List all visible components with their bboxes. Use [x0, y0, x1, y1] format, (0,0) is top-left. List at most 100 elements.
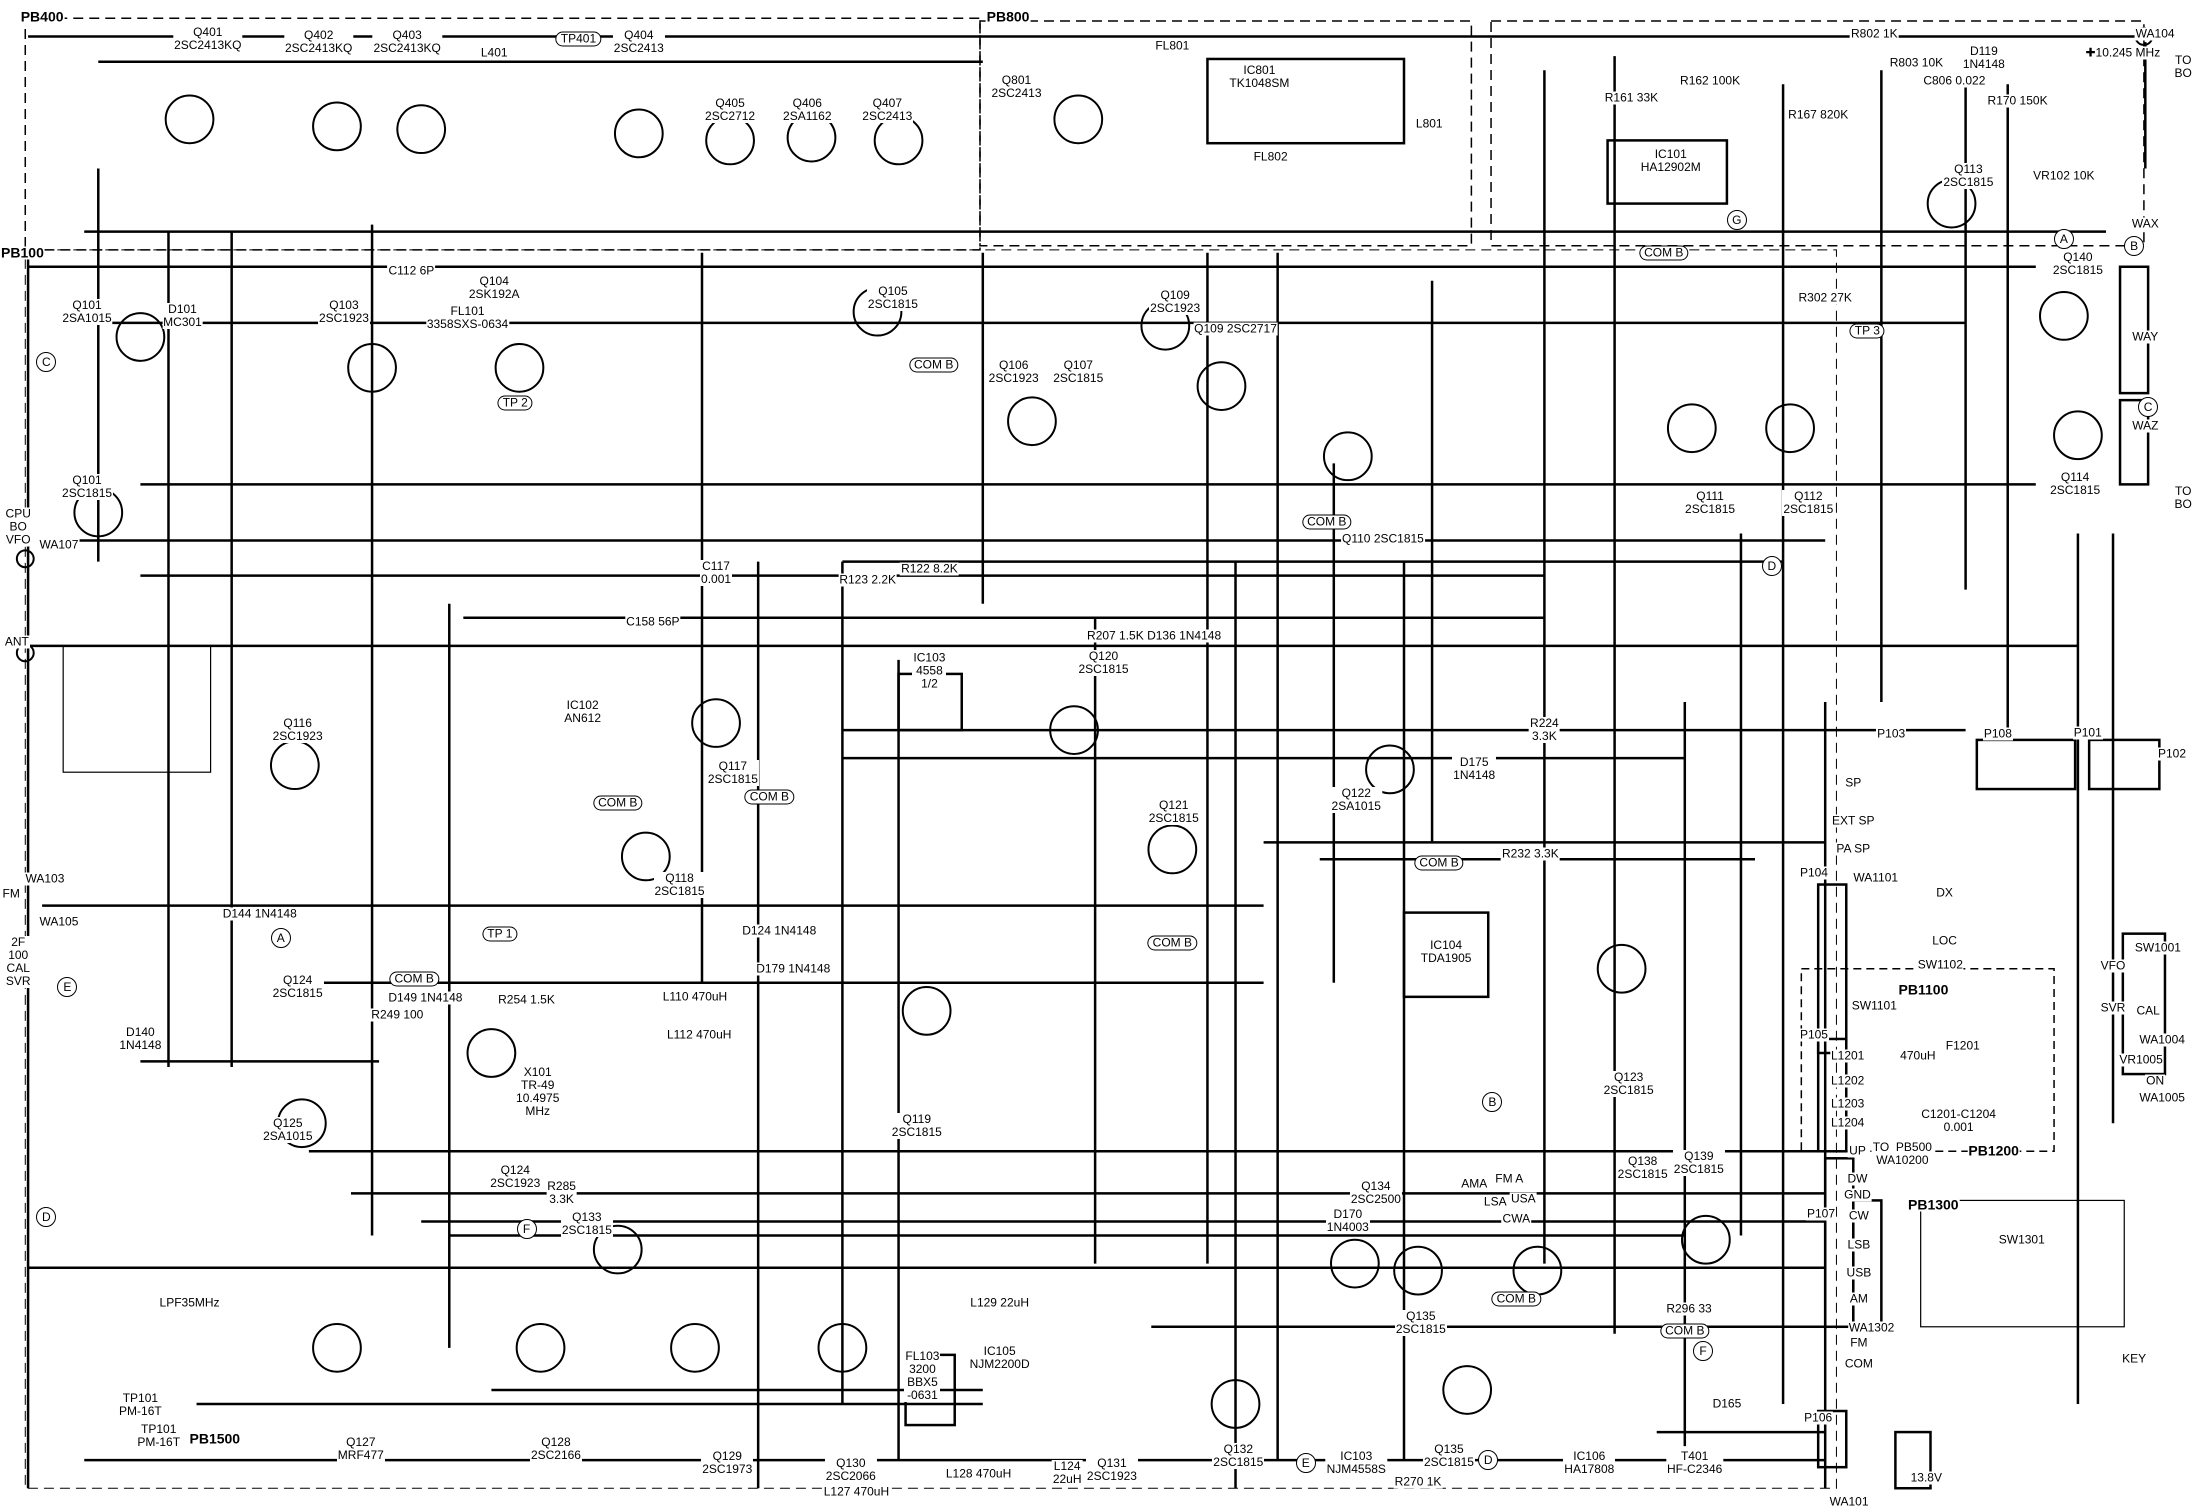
component-label: Q111 2SC1815	[1684, 488, 1737, 516]
component-label: IC103 NJM4558S	[1325, 1448, 1387, 1476]
connector-block	[2118, 398, 2150, 486]
transistor-symbol	[873, 115, 924, 166]
schematic-label: VR1005	[2118, 1052, 2164, 1067]
transistor-symbol	[1049, 705, 1099, 755]
component-label: FL101 3358SXS-0634	[425, 303, 510, 331]
node-reference-d: D	[36, 1207, 57, 1228]
transistor-symbol	[1666, 403, 1717, 454]
board-label: PB1300	[1907, 1196, 1960, 1213]
schematic-label: F1201	[1944, 1038, 1981, 1053]
schematic-label: ANT	[3, 634, 30, 649]
schematic-label: 13.8V	[1909, 1470, 1943, 1485]
transistor-symbol	[269, 740, 320, 791]
schematic-label: USB	[1845, 1265, 1873, 1280]
schematic-label: FM	[1, 886, 21, 901]
component-label: Q131 2SC1923	[1085, 1455, 1138, 1483]
schematic-label: USA	[1509, 1191, 1537, 1206]
connector-block	[1975, 738, 2077, 791]
component-label: Q135 2SC1815	[1422, 1441, 1475, 1469]
schematic-label: WA104	[2134, 26, 2176, 41]
schematic-label: R249 100	[370, 1007, 425, 1022]
node-reference-f: F	[516, 1218, 537, 1239]
component-label: Q101 2SC1815	[61, 473, 114, 501]
schematic-label: TP101 PM-16T	[118, 1391, 163, 1419]
schematic-label: L128 470uH	[944, 1466, 1013, 1481]
component-label: Q107 2SC1815	[1052, 358, 1105, 386]
transistor-symbol	[1680, 1214, 1731, 1265]
schematic-label: TP401	[555, 31, 602, 47]
schematic-label: D175 1N4148	[1452, 755, 1497, 783]
transistor-symbol	[1196, 361, 1247, 411]
schematic-label: CAL	[2135, 1003, 2161, 1018]
schematic-label: 470uH	[1899, 1048, 1937, 1063]
component-label: Q135 2SC1815	[1394, 1308, 1447, 1336]
schematic-label: D144 1N4148	[221, 906, 298, 921]
component-label: Q124 2SC1815	[271, 973, 324, 1000]
schematic-label: TP 2	[497, 395, 533, 411]
transistor-symbol	[1053, 94, 1104, 145]
component-label: IC105 NJM2200D	[968, 1343, 1031, 1371]
schematic-label: SW1001	[2133, 940, 2182, 955]
schematic-label: L801	[1414, 116, 1444, 131]
board-pb400-outline	[24, 17, 981, 251]
schematic-label: WA105	[38, 914, 80, 929]
component-label: Q128 2SC2166	[529, 1434, 582, 1462]
com-b-marker: COM B	[1302, 514, 1352, 530]
board-label: PB1200	[1967, 1142, 2020, 1159]
schematic-label: L112 470uH	[665, 1027, 733, 1042]
schematic-label: 2F 100 CAL SVR	[4, 934, 32, 988]
schematic-label: L110 470uH	[661, 989, 729, 1004]
schematic-label: P107	[1805, 1206, 1836, 1221]
component-label: Q403 2SC2413KQ	[372, 28, 442, 56]
com-b-marker: COM B	[1639, 245, 1689, 261]
schematic-label: R296 33	[1665, 1301, 1713, 1316]
component-label: IC104 TDA1905	[1419, 937, 1473, 965]
coax-jack-cpu-vfo	[15, 549, 35, 569]
transistor-symbol	[1765, 403, 1815, 454]
component-label: Q138 2SC1815	[1616, 1154, 1669, 1182]
schematic-label: L129 22uH	[969, 1295, 1030, 1310]
transistor-symbol	[115, 312, 166, 362]
component-label: Q118 2SC1815	[653, 870, 706, 898]
node-reference-b: B	[1482, 1092, 1503, 1113]
schematic-label: ✚10.245 MHz	[2084, 45, 2162, 60]
component-label: Q132 2SC1815	[1212, 1441, 1265, 1469]
board-pb1300-outline	[1920, 1199, 2125, 1328]
transistor-symbol	[1596, 943, 1647, 994]
schematic-label: TO BO	[2173, 484, 2193, 512]
schematic-label: D165	[1711, 1396, 1743, 1411]
connector-block	[1894, 1430, 1932, 1490]
transistor-symbol	[1210, 1379, 1261, 1429]
antenna-protection-block	[62, 645, 212, 773]
com-b-marker: COM B	[1660, 1323, 1710, 1339]
component-label: FL802	[1252, 149, 1289, 164]
schematic-label: CW	[1847, 1208, 1870, 1223]
component-label: FL103 3200 BBX5 -0631	[904, 1348, 941, 1402]
transistor-symbol	[592, 1224, 643, 1275]
board-pb800-outline	[979, 20, 1473, 247]
schematic-label: TO PB500 WA10200	[1871, 1140, 1933, 1168]
ic104-box	[1402, 911, 1490, 999]
component-label: Q101 2SA1015	[61, 297, 113, 325]
component-label: Q134 2SC2500	[1349, 1179, 1402, 1207]
schematic-label: R161 33K	[1603, 90, 1660, 105]
transistor-symbol	[2039, 291, 2089, 341]
schematic-label: ON	[2145, 1073, 2166, 1088]
component-label: Q127 MRF477	[336, 1434, 385, 1462]
schematic-label: CPU BO VFO	[4, 506, 32, 546]
schematic-label: VFO	[2099, 958, 2127, 973]
transistor-symbol	[396, 104, 447, 155]
schematic-label: R224 3.3K	[1529, 716, 1560, 744]
transistor-symbol	[1329, 1238, 1380, 1289]
schematic-label: UP	[1848, 1143, 1867, 1158]
schematic-label: PA SP	[1835, 841, 1872, 856]
component-label: Q801 2SC2413	[990, 73, 1043, 101]
schematic-label: FM A	[1494, 1171, 1525, 1186]
schematic-label: EXT SP	[1831, 813, 1876, 828]
schematic-label: D119 1N4148	[1961, 44, 2006, 72]
component-label: IC801 TK1048SM	[1228, 63, 1291, 91]
com-b-marker: COM B	[744, 789, 795, 805]
transistor-symbol	[705, 115, 755, 166]
transistor-symbol	[901, 986, 952, 1036]
